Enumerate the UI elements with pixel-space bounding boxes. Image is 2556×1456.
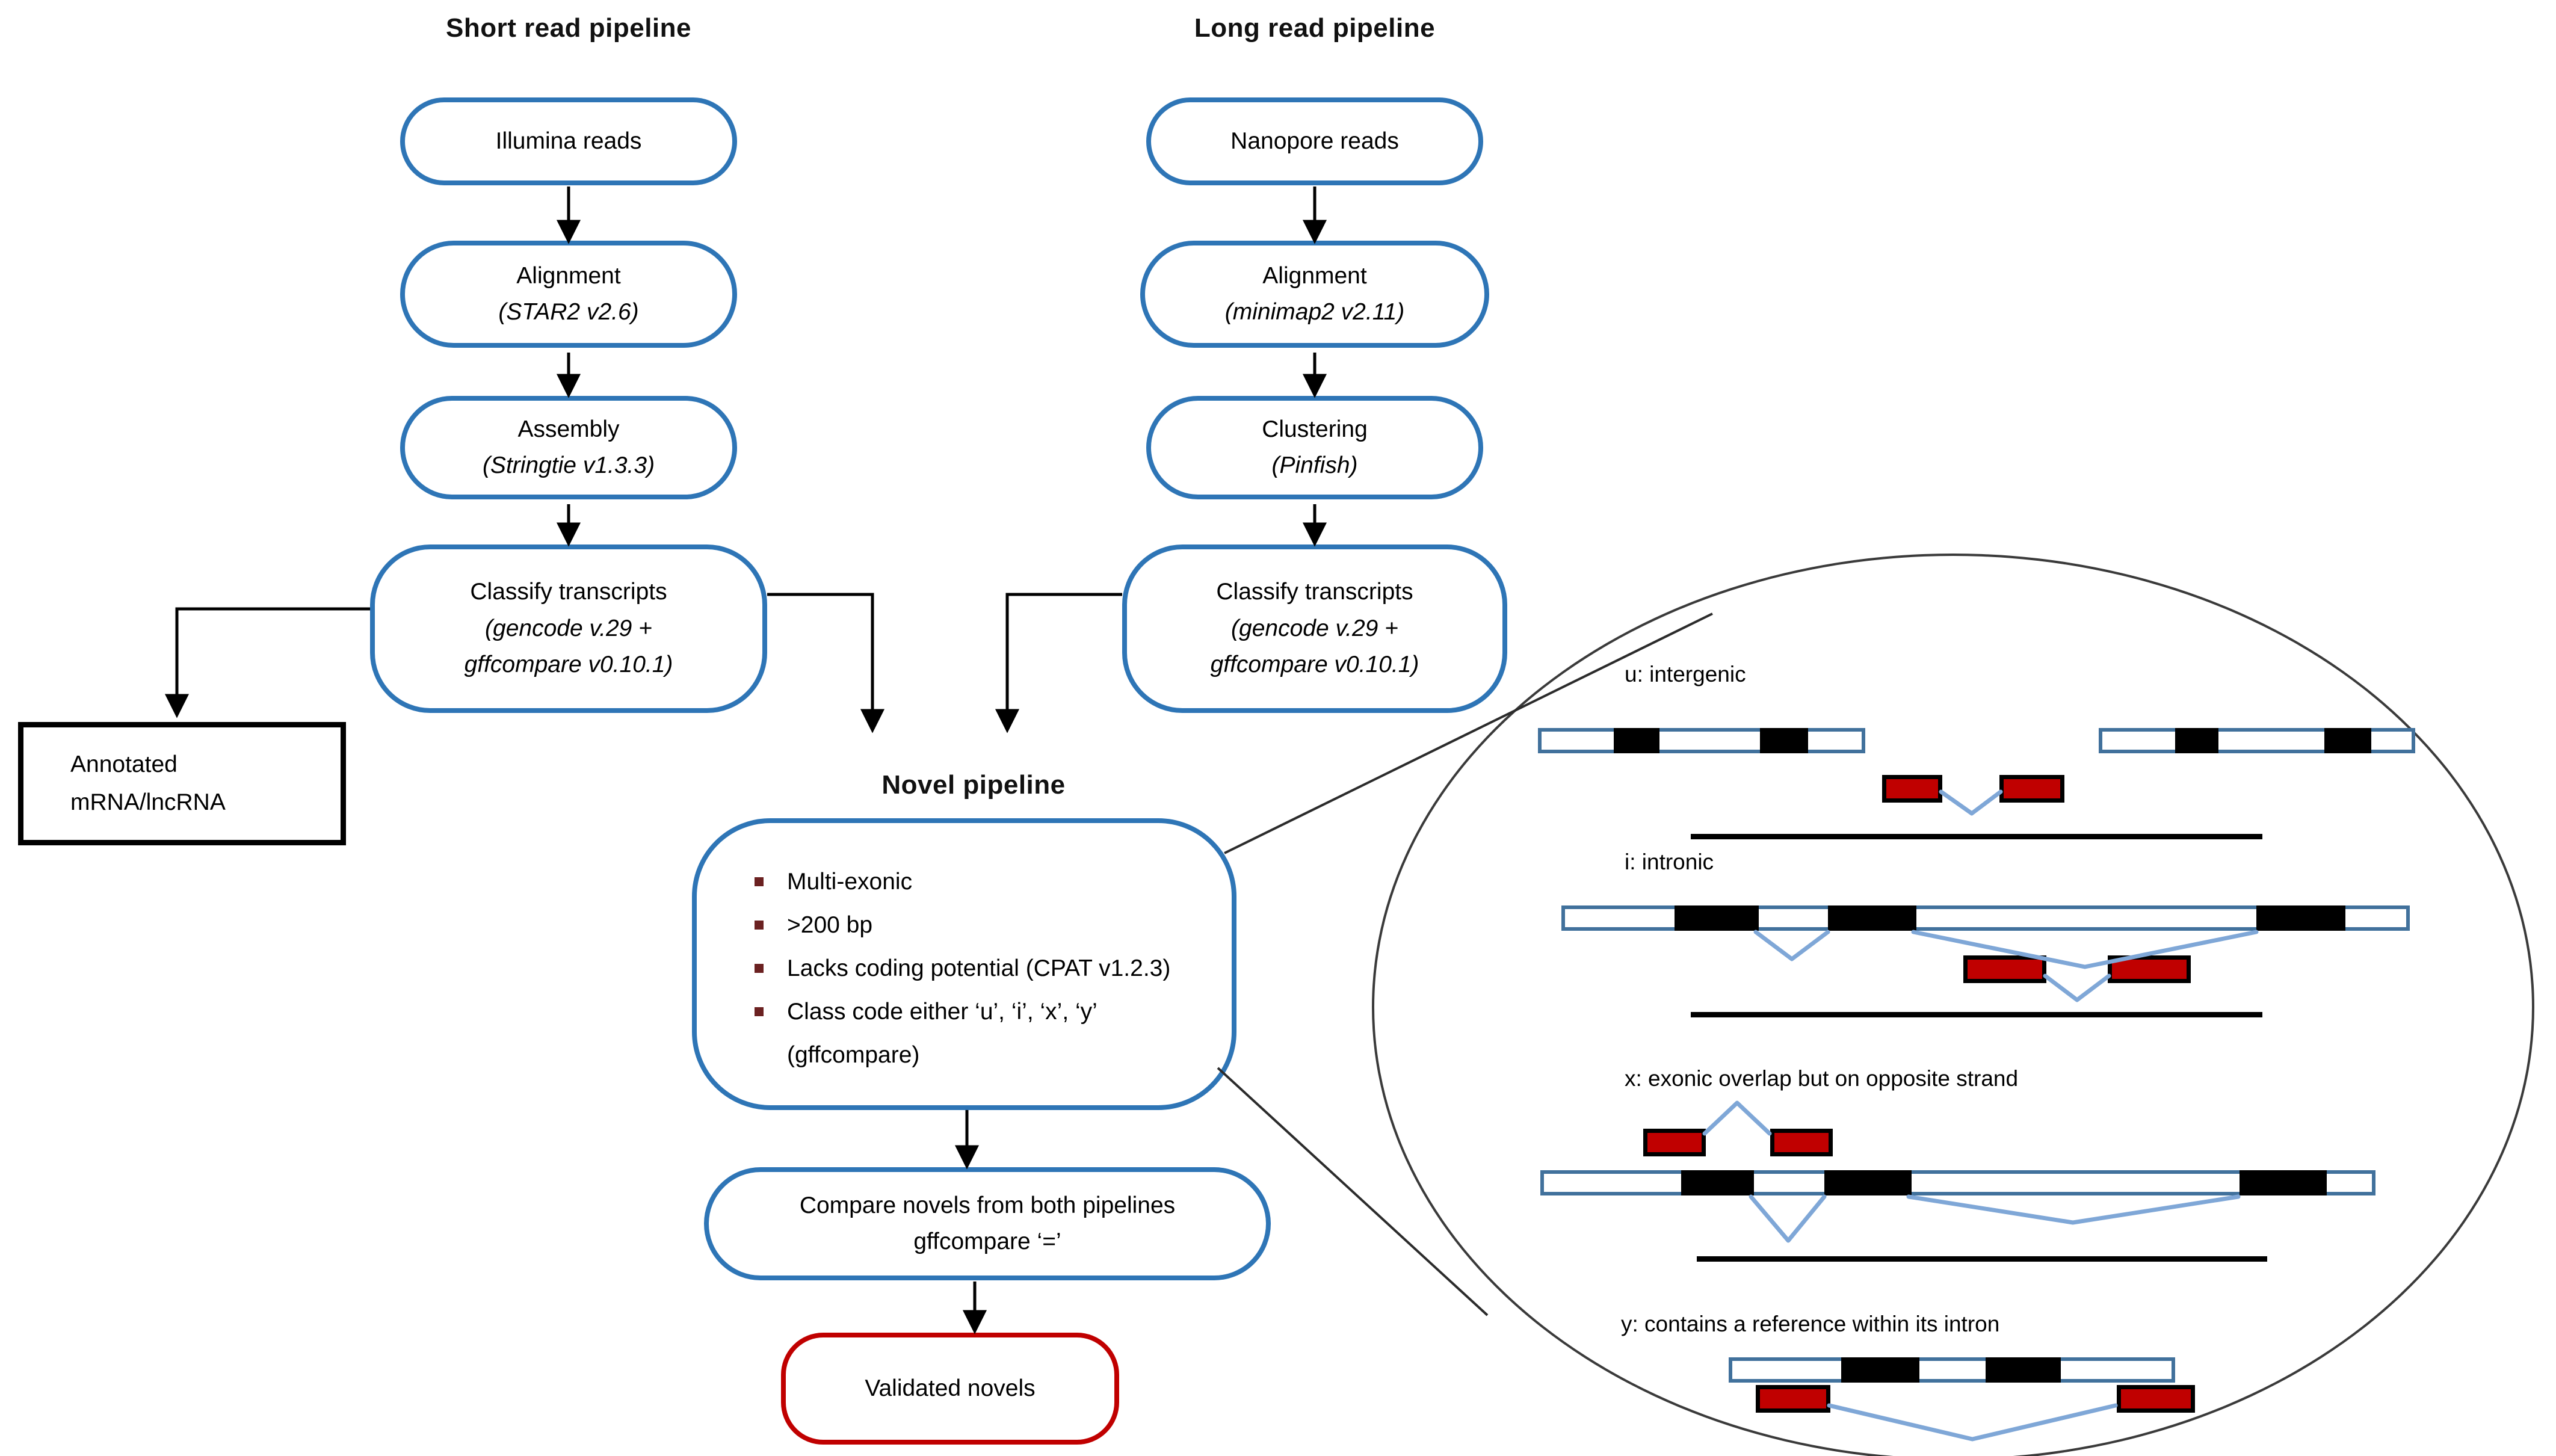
novel-criteria-list: Multi-exonic >200 bp Lacks coding potent… xyxy=(697,823,1226,1077)
flow-arrow xyxy=(1302,504,1327,547)
node-label: Nanopore reads xyxy=(1230,128,1399,154)
novel-exon-red xyxy=(1999,775,2064,803)
exon-block xyxy=(1824,1170,1912,1195)
node-label: Alignment xyxy=(1262,262,1367,289)
reference-transcript-bar xyxy=(1561,905,2410,931)
node-classify-long: Classify transcripts (gencode v.29 + gff… xyxy=(1122,544,1507,713)
node-novel-criteria: Multi-exonic >200 bp Lacks coding potent… xyxy=(692,818,1236,1110)
legend-label-u: u: intergenic xyxy=(1625,662,1746,686)
novel-exon-red xyxy=(1643,1129,1706,1156)
short-pipeline-header: Short read pipeline xyxy=(445,13,691,43)
node-label: Assembly xyxy=(517,416,620,442)
reference-transcript-bar xyxy=(1540,1170,2375,1195)
exon-block xyxy=(1760,728,1808,753)
node-sublabel: (gencode v.29 + gffcompare v0.10.1) xyxy=(1210,615,1419,678)
novel-criterion: Class code either ‘u’, ‘i’, ‘x’, ‘y’ (gf… xyxy=(755,990,1202,1077)
novel-exon-red xyxy=(2117,1385,2195,1413)
flow-arrow xyxy=(1302,353,1327,398)
flow-arrow xyxy=(954,1110,980,1170)
novel-pipeline-header: Novel pipeline xyxy=(881,770,1066,800)
elbow-arrow-annotated xyxy=(164,607,370,718)
novel-exon-red xyxy=(1770,1129,1833,1156)
novel-criterion: >200 bp xyxy=(755,904,1202,947)
node-classify-short: Classify transcripts (gencode v.29 + gff… xyxy=(370,544,767,713)
node-alignment-long: Alignment (minimap2 v2.11) xyxy=(1140,241,1489,348)
flow-arrow xyxy=(962,1282,987,1334)
reference-transcript-bar xyxy=(2099,728,2415,753)
magnifier-ellipse xyxy=(1372,554,2534,1456)
node-label: Classify transcripts xyxy=(1216,579,1413,605)
node-sublabel: (Pinfish) xyxy=(1271,452,1358,478)
novel-exon-red xyxy=(2108,955,2191,983)
elbow-arrow-novel-left xyxy=(767,593,885,733)
novel-criterion: Multi-exonic xyxy=(755,860,1202,904)
node-label: Validated novels xyxy=(865,1375,1036,1401)
exon-block xyxy=(1614,728,1659,753)
legend-label-y: y: contains a reference within its intro… xyxy=(1621,1312,2000,1336)
novel-criterion: Lacks coding potential (CPAT v1.2.3) xyxy=(755,947,1202,990)
flow-arrow xyxy=(556,504,581,547)
exon-block xyxy=(1986,1357,2061,1383)
novel-exon-red xyxy=(1756,1385,1830,1413)
node-nanopore-reads: Nanopore reads xyxy=(1146,97,1483,185)
exon-block xyxy=(1681,1170,1754,1195)
legend-label-i: i: intronic xyxy=(1625,850,1714,874)
genome-line xyxy=(1691,834,2262,839)
exon-block xyxy=(2256,905,2345,931)
flow-arrow xyxy=(556,187,581,244)
exon-block xyxy=(2324,728,2371,753)
flow-arrow xyxy=(556,353,581,398)
exon-block xyxy=(1675,905,1759,931)
node-illumina-reads: Illumina reads xyxy=(400,97,737,185)
node-annotated-mrna-lncrna: Annotated mRNA/lncRNA xyxy=(18,722,346,845)
genome-line xyxy=(1697,1256,2267,1262)
exon-block xyxy=(2175,728,2218,753)
novel-exon-red xyxy=(1963,955,2046,983)
node-sublabel: (gencode v.29 + gffcompare v0.10.1) xyxy=(464,615,673,678)
genome-line xyxy=(1691,1012,2262,1017)
exon-block xyxy=(1828,905,1916,931)
node-validated-novels: Validated novels xyxy=(781,1333,1119,1445)
exon-block xyxy=(2240,1170,2327,1195)
node-label: Classify transcripts xyxy=(470,579,667,605)
node-label: Clustering xyxy=(1262,416,1368,442)
node-label: Alignment xyxy=(516,262,621,289)
node-label: Annotated mRNA/lncRNA xyxy=(70,751,226,815)
node-sublabel: (STAR2 v2.6) xyxy=(498,299,639,325)
node-compare-novels: Compare novels from both pipelines gffco… xyxy=(704,1167,1271,1280)
node-label: Illumina reads xyxy=(495,128,642,154)
node-label: Compare novels from both pipelines xyxy=(799,1192,1176,1218)
reference-transcript-bar xyxy=(1538,728,1865,753)
long-pipeline-header: Long read pipeline xyxy=(1194,13,1436,43)
flow-arrow xyxy=(1302,187,1327,244)
exon-block xyxy=(1841,1357,1919,1383)
node-alignment-short: Alignment (STAR2 v2.6) xyxy=(400,241,737,348)
legend-label-x: x: exonic overlap but on opposite strand xyxy=(1625,1066,2019,1091)
node-sublabel: (minimap2 v2.11) xyxy=(1224,299,1405,325)
elbow-arrow-novel-right xyxy=(995,593,1122,733)
node-clustering: Clustering (Pinfish) xyxy=(1146,396,1483,499)
node-sublabel: gffcompare ‘=’ xyxy=(913,1229,1061,1254)
node-sublabel: (Stringtie v1.3.3) xyxy=(482,452,655,478)
reference-transcript-bar xyxy=(1729,1357,2175,1383)
node-assembly: Assembly (Stringtie v1.3.3) xyxy=(400,396,737,499)
novel-exon-red xyxy=(1882,775,1942,803)
